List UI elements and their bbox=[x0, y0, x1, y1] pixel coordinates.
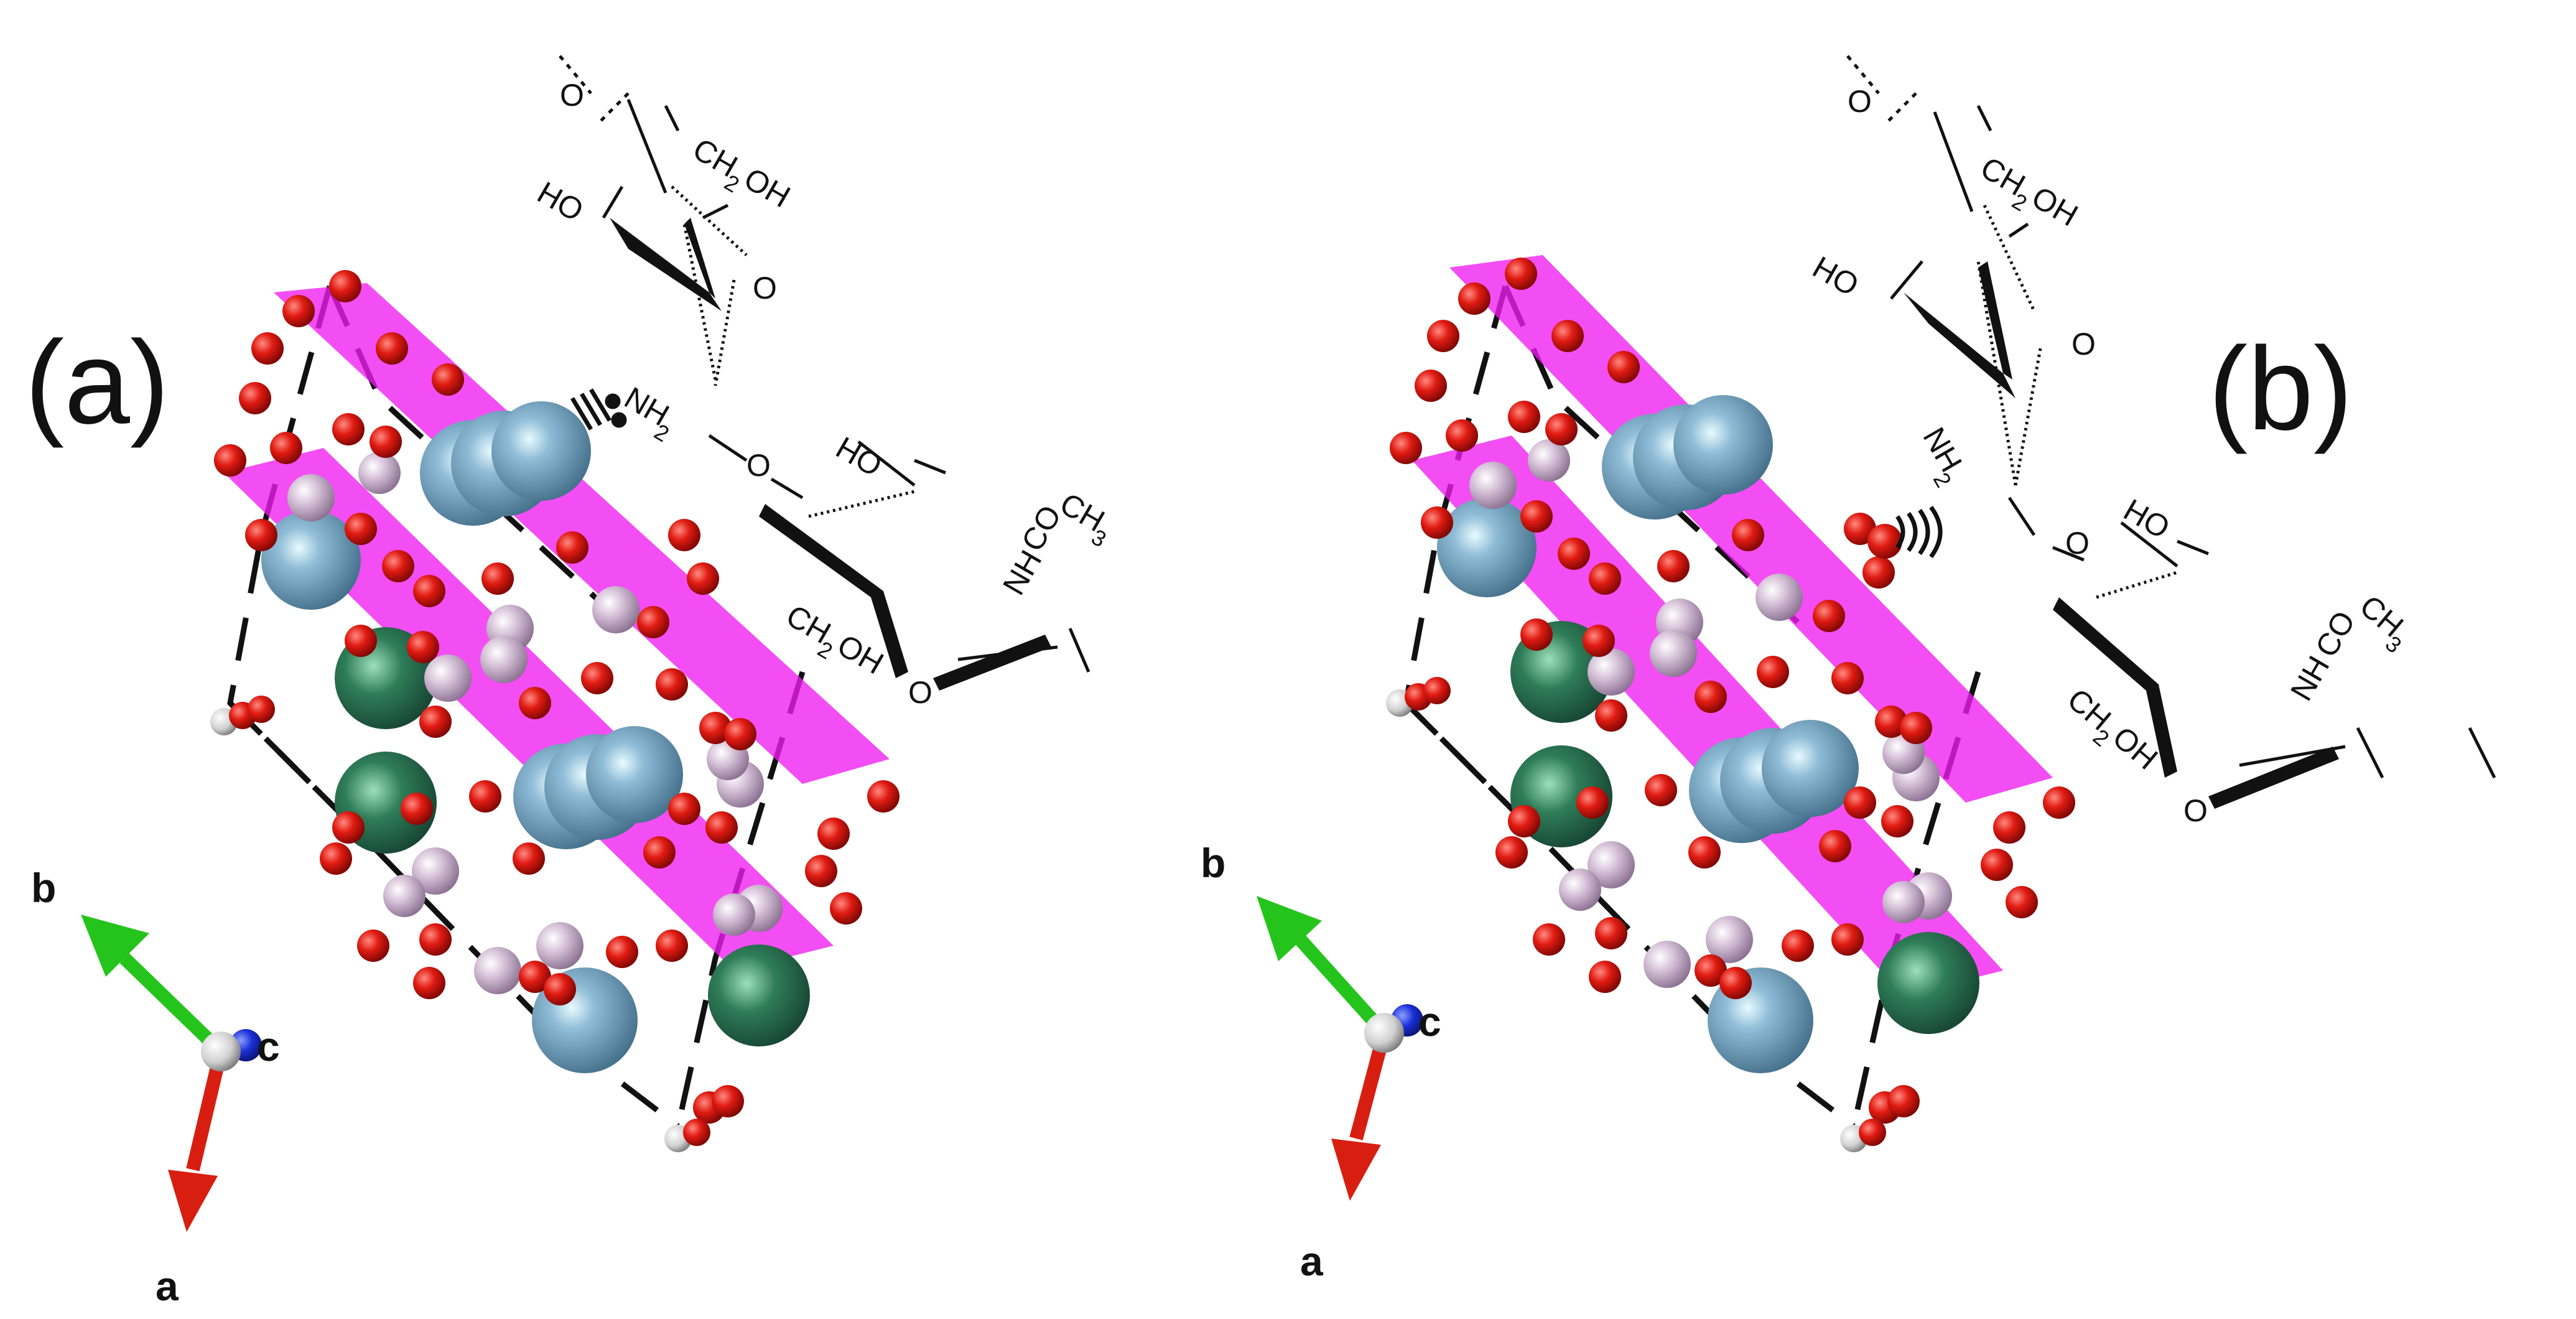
chem-ho-top: HO bbox=[1807, 249, 1865, 303]
chem-o-ring-low: O bbox=[908, 675, 932, 710]
axis-label-a: a bbox=[1300, 1238, 1324, 1284]
chem-ho-mid: HO bbox=[2118, 492, 2176, 546]
svg-text:OH: OH bbox=[832, 628, 890, 681]
panel-b: (b) bbox=[1201, 55, 2496, 1284]
chem-ho-top: HO bbox=[532, 175, 590, 228]
large-blue-atoms bbox=[1437, 395, 1859, 1073]
chem-nh2: NH 2 bbox=[1916, 422, 1969, 492]
lilac-atoms bbox=[1469, 439, 1952, 988]
axis-label-c: c bbox=[257, 1023, 280, 1070]
crystal-structure bbox=[1386, 255, 2075, 1152]
polysaccharide-structure: O HO CH 2 OH O NH 2 O HO CH 2 OH O NH CO bbox=[1807, 55, 2496, 828]
svg-text:OH: OH bbox=[738, 161, 796, 215]
crystal-structure bbox=[210, 270, 900, 1152]
axis-label-b: b bbox=[1201, 840, 1225, 886]
chem-ch2oh-top: CH 2 OH bbox=[687, 131, 796, 215]
chem-o-top: O bbox=[1848, 84, 1872, 119]
chem-o-ring-low: O bbox=[2183, 793, 2208, 828]
chem-o-glyco: O bbox=[2065, 526, 2090, 561]
lattice-plane-upper bbox=[274, 283, 890, 784]
chem-o-ring-top: O bbox=[2071, 327, 2096, 361]
chem-ch3: CH 3 bbox=[1054, 486, 1111, 552]
axis-label-a: a bbox=[156, 1263, 179, 1309]
panel-a-label: (a) bbox=[25, 317, 169, 449]
oxygen-atoms bbox=[1390, 258, 2075, 1124]
chem-nh: NH bbox=[2284, 650, 2337, 707]
svg-text:NH: NH bbox=[1916, 422, 1969, 478]
axis-label-b: b bbox=[31, 865, 56, 911]
corner-atoms bbox=[1386, 677, 1886, 1152]
chem-ch2oh-top: CH 2 OH bbox=[1975, 150, 2084, 233]
svg-text:OH: OH bbox=[2026, 180, 2084, 233]
polysaccharide-structure: O HO CH 2 OH O NH 2 O HO CH 2 OH O NH CO bbox=[532, 55, 1111, 710]
axis-label-c: c bbox=[1418, 999, 1441, 1045]
b-axis-arrow bbox=[119, 953, 226, 1056]
axis-indicator: b a c bbox=[31, 865, 280, 1309]
axis-origin bbox=[201, 1032, 241, 1071]
large-blue-atoms bbox=[261, 401, 683, 1073]
panel-b-label: (b) bbox=[2208, 323, 2353, 455]
b-axis-arrow bbox=[1295, 934, 1390, 1038]
lattice-plane-lower bbox=[1412, 436, 2003, 995]
lilac-atoms bbox=[287, 452, 783, 994]
panel-a: (a) bbox=[25, 55, 1111, 1309]
chem-nh2: NH 2 bbox=[619, 380, 676, 447]
axis-indicator: b a c bbox=[1201, 840, 1441, 1284]
axis-origin bbox=[1364, 1013, 1404, 1053]
chem-o-glyco: O bbox=[746, 448, 771, 483]
a-axis-arrow bbox=[186, 1050, 228, 1172]
interaction-arc-bond-symbol bbox=[1895, 505, 1943, 559]
oxygen-atoms bbox=[214, 270, 900, 1124]
chem-o-ring-top: O bbox=[753, 271, 777, 305]
chem-o-top: O bbox=[560, 78, 584, 113]
corner-atoms bbox=[210, 696, 710, 1152]
chem-ho-mid: HO bbox=[830, 430, 888, 483]
interaction-dot-bond-symbol bbox=[570, 388, 627, 431]
